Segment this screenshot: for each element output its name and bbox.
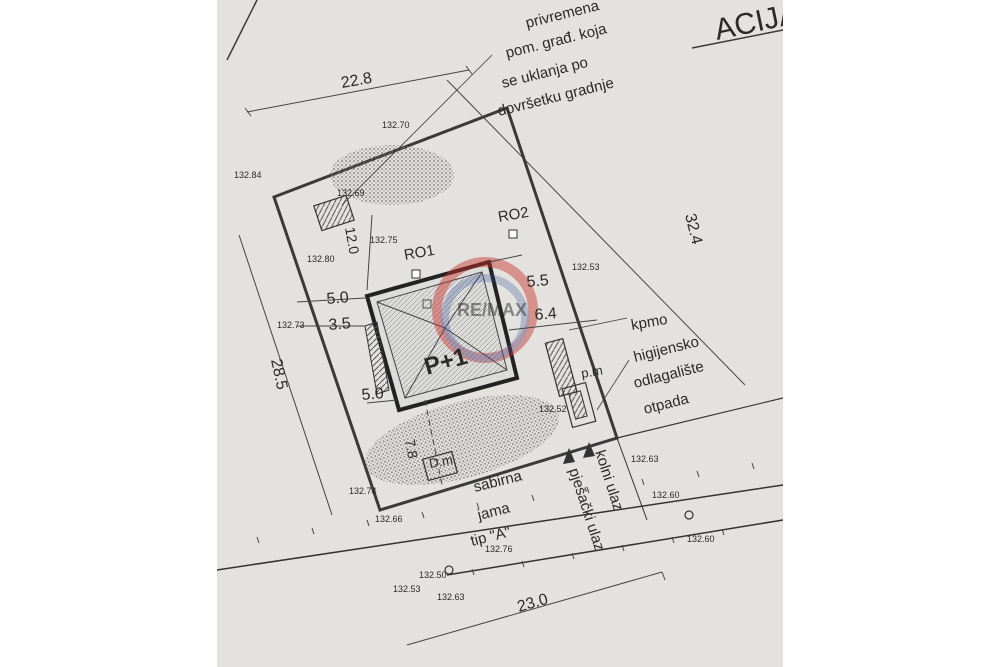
car-entrance-label: kolni ulaz: [591, 448, 626, 513]
svg-text:132.50: 132.50: [419, 570, 447, 580]
waste-leader: [596, 359, 630, 411]
svg-text:132.66: 132.66: [375, 514, 403, 524]
dim-right-length: 32.4: [681, 212, 705, 246]
elevation-labels: 132.70 132.84 132.69 132.75 132.80 132.5…: [234, 120, 715, 602]
manhole-marker-east: [684, 510, 694, 520]
temporary-structure: [313, 194, 355, 232]
svg-text:132.53: 132.53: [572, 262, 600, 272]
reference-point-ro2-label: RO2: [497, 204, 530, 226]
svg-text:132.76: 132.76: [485, 544, 513, 554]
reference-point-ro1-marker: [411, 269, 421, 279]
svg-text:132.63: 132.63: [437, 592, 465, 602]
temporary-building-label: privremena pom. građ. koja se uklanja po…: [496, 0, 616, 120]
temporary-label-leader: [341, 54, 493, 206]
sheet-border-line: [226, 0, 258, 61]
septic-tank-symbol: [421, 399, 459, 486]
remax-watermark-text: RE/MAX: [457, 300, 527, 320]
svg-text:132.80: 132.80: [307, 254, 335, 264]
svg-text:132.52: 132.52: [539, 404, 567, 414]
reference-point-ro1-label: RO1: [403, 242, 436, 264]
dim-top-width: 22.8: [340, 70, 374, 92]
kpmo-label: kpmo: [630, 311, 669, 334]
dim-setback-right-a: 5.5: [526, 272, 550, 291]
dimension-lines: [238, 65, 746, 646]
site-plan-paper: ACIJA RE/MAX P+1: [217, 0, 783, 667]
dim-septic-distance: 7.8: [402, 438, 421, 460]
dim-setback-north: 12.0: [342, 226, 363, 256]
reference-point-ro2-marker: [508, 229, 518, 239]
svg-text:132.63: 132.63: [631, 454, 659, 464]
sheet-title-line: [691, 29, 783, 49]
building-footprint: [364, 259, 520, 413]
vegetation-south: [364, 395, 560, 485]
svg-text:132.60: 132.60: [687, 534, 715, 544]
site-plan-drawing: ACIJA RE/MAX P+1: [217, 0, 783, 646]
svg-text:jama: jama: [475, 499, 512, 524]
svg-text:132.70: 132.70: [382, 120, 410, 130]
pm-label: p.m: [580, 362, 604, 381]
boundary-ticks: [256, 462, 755, 576]
waste-area-label: higijensko odlagalište otpada: [632, 333, 706, 418]
svg-text:132.74: 132.74: [349, 486, 377, 496]
svg-text:132.69: 132.69: [337, 188, 365, 198]
kpmo-leader: [568, 317, 628, 331]
dim-setback-mid: 3.5: [328, 315, 352, 334]
dim-label: D.m: [428, 452, 454, 471]
svg-text:132.60: 132.60: [652, 490, 680, 500]
setback-lines: [296, 214, 598, 404]
dim-setback-top: 5.0: [326, 289, 350, 308]
svg-text:pom. građ. koja: pom. građ. koja: [504, 20, 609, 62]
entrance-arrows: [563, 442, 595, 464]
svg-text:132.53: 132.53: [393, 584, 421, 594]
vegetation-north: [330, 145, 454, 205]
remax-watermark: [432, 257, 538, 363]
road-lines: [217, 397, 783, 576]
svg-text:132.73: 132.73: [277, 320, 305, 330]
septic-tank-label: sabirna jama tip "A": [469, 467, 524, 550]
dim-left-length: 28.5: [267, 357, 290, 391]
dim-setback-bottom: 5.0: [361, 385, 385, 404]
dim-setback-right-b: 6.4: [534, 305, 558, 324]
svg-text:132.75: 132.75: [370, 235, 398, 245]
svg-text:otpada: otpada: [642, 390, 691, 418]
utility-area: [544, 337, 597, 429]
svg-text:132.84: 132.84: [234, 170, 262, 180]
header-title-fragment: ACIJA: [712, 0, 783, 47]
manhole-marker-west: [444, 565, 454, 575]
dim-bottom-width: 23.0: [515, 591, 550, 616]
